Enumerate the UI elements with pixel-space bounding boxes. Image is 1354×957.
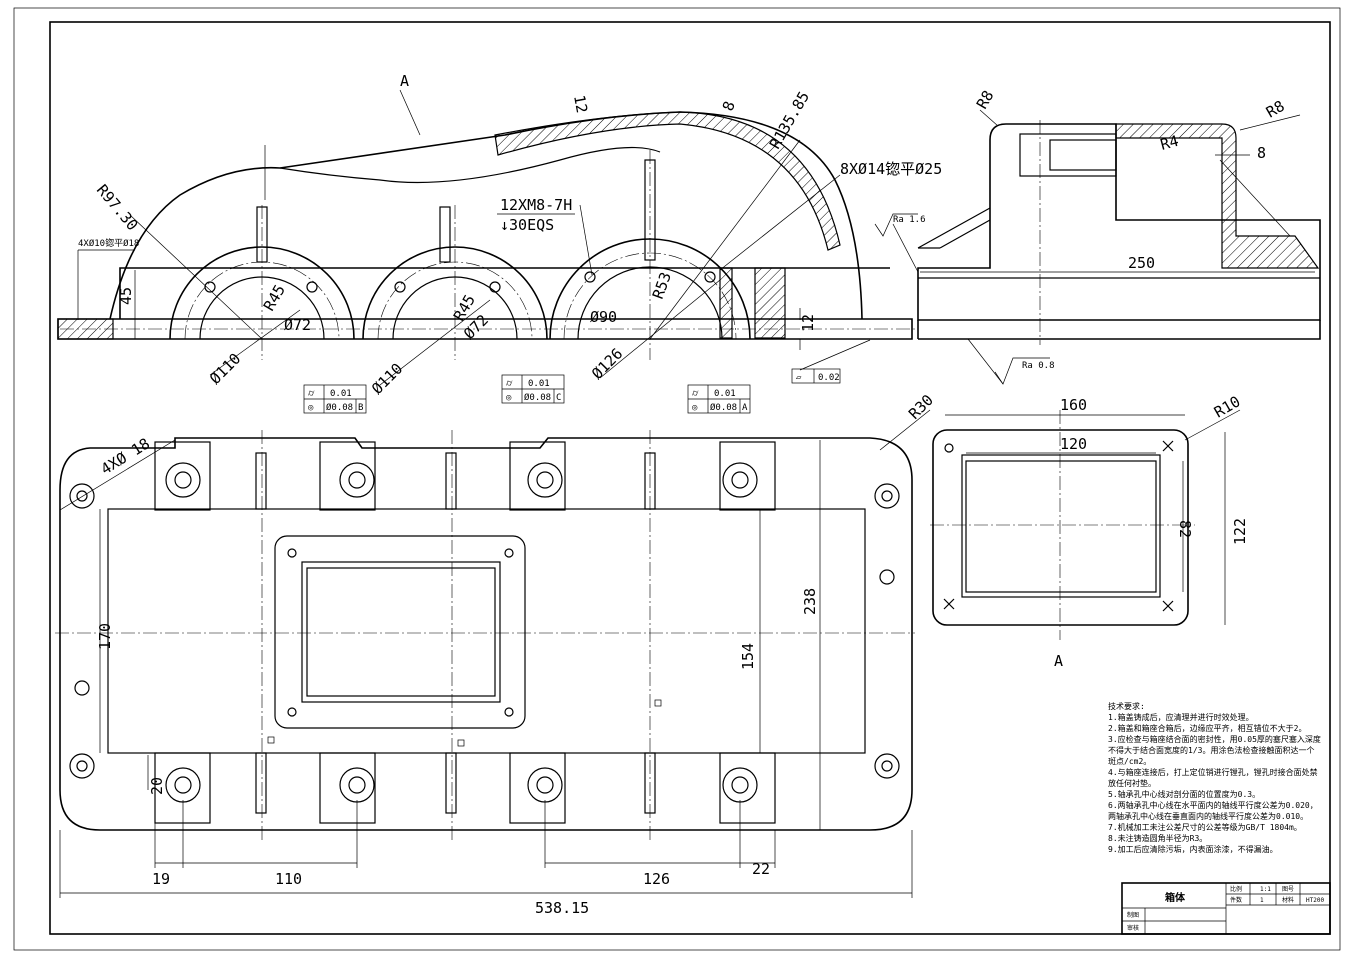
svg-text:图号: 图号	[1282, 886, 1294, 893]
svg-text:B: B	[358, 403, 363, 413]
dim-4x10-holes: 4XØ10锪平Ø18	[78, 237, 139, 249]
svg-text:2.箱盖和箱座合箱后，边缘应平齐，相互错位不大于2。: 2.箱盖和箱座合箱后，边缘应平齐，相互错位不大于2。	[1108, 723, 1306, 733]
flatness-frame: ▱ 0.02	[791, 368, 841, 384]
svg-text:9.加工后应清除污垢，内表面涂漆，不得漏油。: 9.加工后应清除污垢，内表面涂漆，不得漏油。	[1108, 844, 1278, 854]
svg-text:⌭: ⌭	[506, 379, 513, 389]
dim-side-t8: 8	[1257, 144, 1266, 162]
inner-border	[49, 21, 1331, 935]
side-view: R8 R8 R4 8 250 Ra 1.6 Ra 0.8	[874, 87, 1321, 385]
svg-text:6.两轴承孔中心线在水平面内的轴线平行度公差为0.020，: 6.两轴承孔中心线在水平面内的轴线平行度公差为0.020，	[1108, 800, 1318, 810]
tech-notes: 技术要求: 1.箱盖铸成后，应清理并进行时效处理。 2.箱盖和箱座合箱后，边缘应…	[1108, 701, 1321, 854]
gdt-frame-2: ⌭ 0.01 ◎ Ø0.08 C	[501, 374, 565, 404]
ra08: Ra 0.8	[1022, 361, 1055, 371]
svg-text:材料: 材料	[1282, 896, 1294, 904]
svg-text:比例: 比例	[1230, 885, 1242, 893]
dim-r53: R53	[649, 270, 675, 302]
dim-126: 126	[643, 870, 670, 888]
dim-154: 154	[739, 643, 757, 670]
view-label-a-bottom: A	[1054, 652, 1063, 670]
svg-text:▱: ▱	[796, 373, 802, 383]
svg-text:Ø0.08: Ø0.08	[710, 402, 737, 413]
svg-text:◎: ◎	[308, 403, 314, 413]
svg-text:1: 1	[1260, 897, 1264, 904]
title-block: 箱体 比例 1:1 图号 件数 1 材料 HT200 制图 审核	[1121, 882, 1331, 935]
svg-text:制图: 制图	[1127, 911, 1139, 919]
gdt-frame-3: ⌭ 0.01 ◎ Ø0.08 A	[687, 384, 751, 414]
dim-20: 20	[148, 777, 166, 795]
svg-text:4.与箱座连接后，打上定位销进行镗孔，镗孔时接合面处禁: 4.与箱座连接后，打上定位销进行镗孔，镗孔时接合面处禁	[1108, 767, 1318, 777]
svg-text:1:1: 1:1	[1260, 886, 1271, 893]
bearing-boss-2	[362, 205, 548, 360]
svg-text:斑点/cm2。: 斑点/cm2。	[1108, 756, 1151, 766]
dim-8x14-holes: 8XØ14锪平Ø25	[840, 160, 942, 178]
dim-r97: R97.30	[93, 181, 142, 234]
svg-text:审核: 审核	[1127, 924, 1139, 932]
svg-text:⌭: ⌭	[308, 389, 315, 399]
dim-170: 170	[96, 623, 114, 650]
svg-text:1.箱盖铸成后，应清理并进行时效处理。: 1.箱盖铸成后，应清理并进行时效处理。	[1108, 712, 1254, 722]
dim-d110-2: Ø110	[368, 360, 406, 398]
bearing-boss-1	[169, 205, 355, 360]
svg-text:3.应检查与箱座结合面的密封性，用0.05厚的塞尺塞入深度: 3.应检查与箱座结合面的密封性，用0.05厚的塞尺塞入深度	[1108, 734, 1321, 744]
svg-text:0.01: 0.01	[528, 379, 550, 389]
dim-d72-1: Ø72	[284, 316, 311, 334]
svg-text:Ø0.08: Ø0.08	[326, 402, 353, 413]
outer-border	[13, 7, 1341, 951]
ra16: Ra 1.6	[893, 215, 926, 225]
svg-text:HT200: HT200	[1306, 897, 1324, 904]
dim-110: 110	[275, 870, 302, 888]
dim-d126: Ø126	[588, 345, 626, 383]
dim-side-r8-right: R8	[1263, 97, 1288, 122]
dim-side-r8-left: R8	[973, 87, 998, 112]
front-view: A R97.30 4XØ10锪平Ø18 45 R45 R45 Ø72 Ø72 Ø…	[57, 72, 942, 398]
svg-text:5.轴承孔中心线对剖分面的位置度为0.3。: 5.轴承孔中心线对剖分面的位置度为0.3。	[1108, 789, 1260, 799]
svg-text:7.机械加工未注公差尺寸的公差等级为GB/T 1804m。: 7.机械加工未注公差尺寸的公差等级为GB/T 1804m。	[1108, 822, 1302, 832]
dim-thread-2: ↓30EQS	[500, 216, 554, 234]
svg-text:C: C	[556, 393, 561, 403]
dim-r135: R135.85	[766, 88, 813, 152]
dim-82: 82	[1176, 520, 1194, 538]
dim-238: 238	[801, 588, 819, 615]
dim-d110-1: Ø110	[206, 350, 244, 388]
dim-122: 122	[1231, 518, 1249, 545]
svg-text:◎: ◎	[692, 403, 698, 413]
svg-text:技术要求:: 技术要求:	[1108, 701, 1145, 711]
dim-d90: Ø90	[590, 308, 617, 326]
top-view: R30 4XØ 18 238 154 170 20 19 110 126 22 …	[55, 391, 937, 917]
dim-120: 120	[1060, 435, 1087, 453]
dim-side-250: 250	[1128, 254, 1155, 272]
dim-t12-base: 12	[799, 314, 817, 332]
part-name: 箱体	[1165, 891, 1186, 904]
svg-text:8.未注铸造圆角半径为R3。: 8.未注铸造圆角半径为R3。	[1108, 833, 1207, 843]
cover-view: 160 120 R10 82 122 A	[930, 392, 1249, 670]
view-label-a: A	[400, 72, 409, 90]
dim-45: 45	[117, 287, 135, 305]
dim-thread-1: 12XM8-7H	[500, 196, 572, 214]
svg-text:两轴承孔中心线在垂直面内的轴线平行度公差为0.010。: 两轴承孔中心线在垂直面内的轴线平行度公差为0.010。	[1108, 811, 1308, 821]
dim-side-r4: R4	[1158, 132, 1180, 154]
svg-text:0.01: 0.01	[714, 389, 736, 399]
dim-4x18-holes: 4XØ 18	[98, 434, 153, 478]
dim-r10: R10	[1211, 392, 1243, 421]
dim-22: 22	[752, 860, 770, 878]
svg-text:放任何衬垫。: 放任何衬垫。	[1108, 778, 1156, 788]
svg-text:0.01: 0.01	[330, 389, 352, 399]
dim-19: 19	[152, 870, 170, 888]
svg-text:0.02: 0.02	[818, 373, 840, 383]
gdt-frame-1: ⌭ 0.01 ◎ Ø0.08 B	[303, 384, 367, 414]
dim-160: 160	[1060, 396, 1087, 414]
svg-text:⌭: ⌭	[692, 389, 699, 399]
bearing-boss-3	[549, 150, 751, 360]
svg-text:A: A	[742, 403, 748, 413]
svg-text:Ø0.08: Ø0.08	[524, 392, 551, 403]
dim-r45-1: R45	[260, 282, 289, 314]
svg-text:件数: 件数	[1230, 896, 1242, 904]
dim-r30: R30	[905, 391, 937, 423]
dim-538: 538.15	[535, 899, 589, 917]
dim-t12-top: 12	[570, 94, 591, 115]
svg-text:◎: ◎	[506, 393, 512, 403]
dim-t8: 8	[719, 99, 739, 114]
svg-text:不得大于结合面宽度的1/3。用涂色法检查接触面积达一个: 不得大于结合面宽度的1/3。用涂色法检查接触面积达一个	[1108, 745, 1314, 755]
